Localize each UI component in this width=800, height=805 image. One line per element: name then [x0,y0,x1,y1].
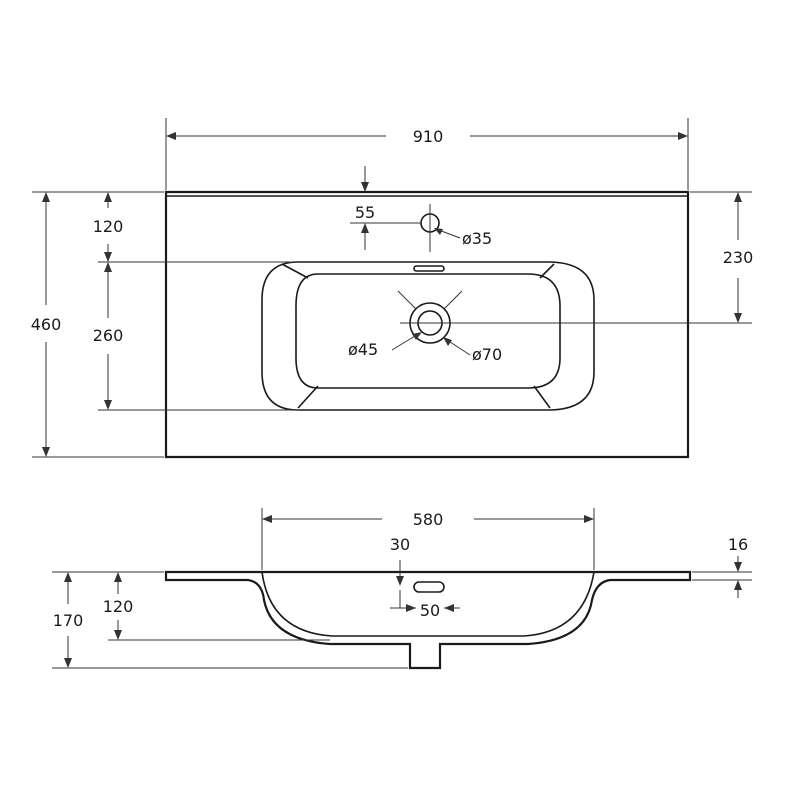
dim-bowl-depth: 120 [103,597,134,616]
top-view-dimensions: 910 460 120 260 55 ø35 [31,118,754,458]
outer-bowl-outline [261,261,595,411]
side-view [164,570,692,670]
dim-bowl-width: 580 [413,510,444,529]
dim-tap-offset: 55 [355,203,375,222]
bowl-corner-line [281,263,309,279]
countertop-outline [164,190,690,459]
bowl-corner-line [533,385,551,409]
dim-tap-diameter: ø35 [462,229,492,248]
inner-bowl-outline [295,273,561,389]
side-view-dimensions: 580 30 50 16 170 120 [52,508,752,669]
dim-drain-outer: ø70 [472,345,502,364]
dim-bowl-length: 260 [93,326,124,345]
dim-overflow-width: 50 [420,601,440,620]
dim-overflow-height: 30 [390,535,410,554]
overflow-slot [413,265,445,272]
dim-rim-thickness: 16 [728,535,748,554]
bowl-corner-line [297,385,319,409]
sink-profile-inner [261,571,595,637]
dim-front-margin: 120 [93,217,124,236]
sink-profile-outer [164,570,692,670]
dim-total-height: 170 [53,611,84,630]
bowl-corner-line [539,263,555,279]
overflow-opening [413,581,445,593]
top-view [164,190,690,459]
dim-width: 910 [413,127,444,146]
dim-drain-inner: ø45 [348,340,378,359]
dim-depth: 460 [31,315,62,334]
dim-drain-offset: 230 [723,248,754,267]
